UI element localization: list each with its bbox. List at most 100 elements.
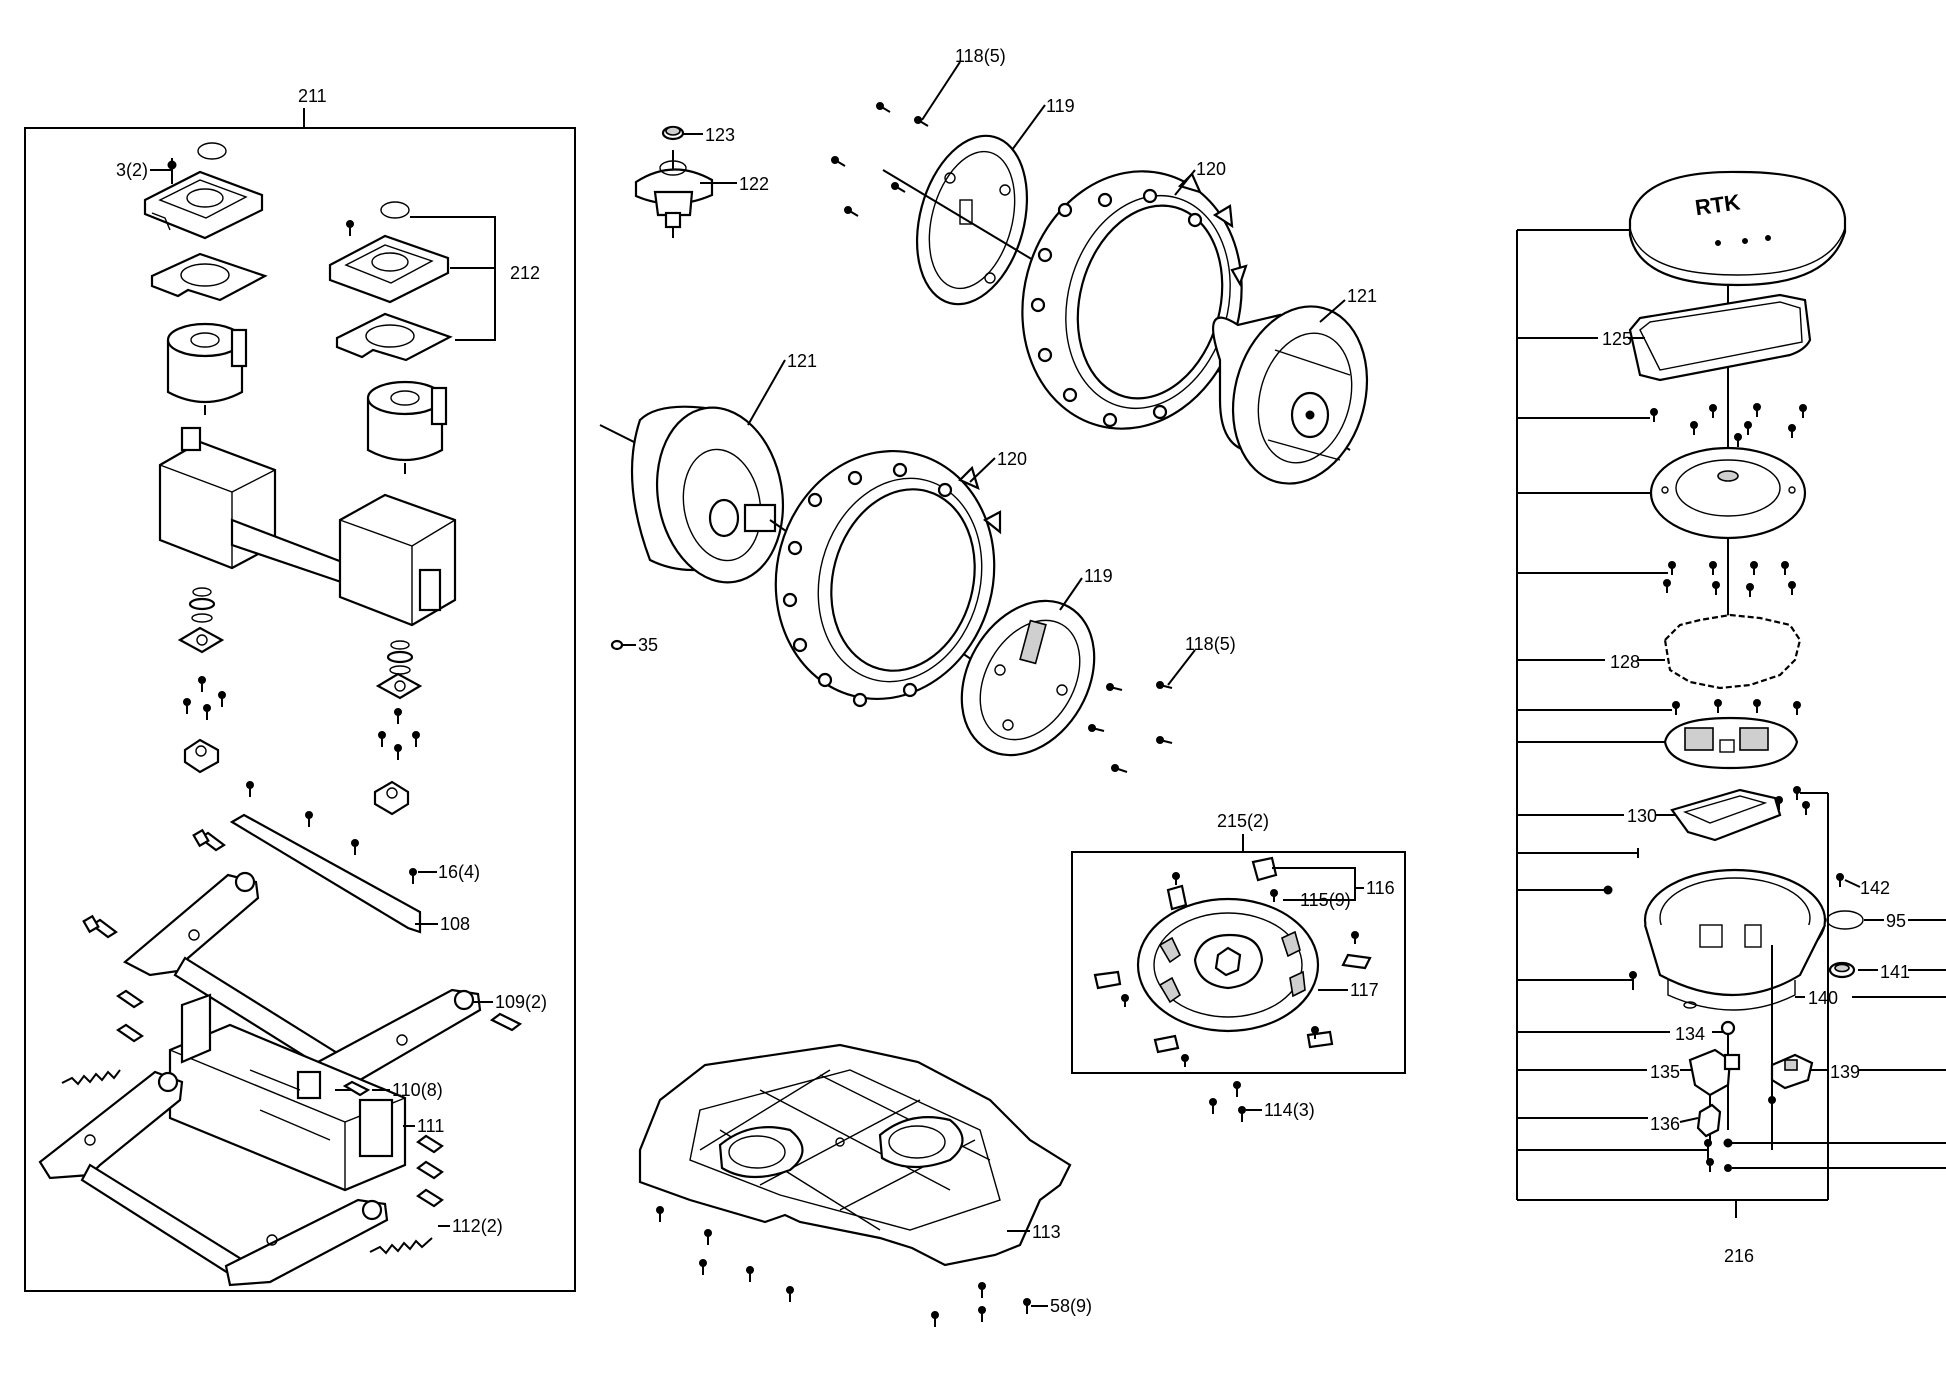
board-cover-130 [1670,788,1782,842]
hub-cover-119-lower [960,599,1096,757]
motor-cover-plate-2 [328,234,450,304]
gasket-125 [1628,293,1812,382]
antenna-base-plate [1649,446,1807,540]
assembly-215-frame [1071,851,1406,1074]
assembly-211-frame [24,127,576,1292]
blade [1166,884,1188,911]
motor-cover-plate-1 [143,170,264,240]
label-215-2: 215(2) [1217,811,1269,831]
label-139: 139 [1830,1062,1860,1082]
screws-118-lower [1088,681,1173,773]
label-128: 128 [1610,652,1640,672]
label-95: 95 [1886,911,1906,931]
rtk-antenna-cover: RTK [1628,170,1847,287]
label-113: 113 [1032,1222,1061,1242]
label-109-2: 109(2) [495,992,547,1012]
o-ring-95 [1826,910,1864,930]
label-116: 116 [1366,878,1395,898]
label-141: 141 [1880,962,1910,982]
gasket-128 [1663,613,1802,690]
label-142: 142 [1860,878,1890,898]
label-112-2: 112(2) [452,1216,503,1236]
label-121-upper: 121 [1347,286,1377,306]
caster-nut-123 [661,125,685,141]
blade [1306,1030,1334,1049]
wheel-motor-2 [366,380,448,474]
blade-116 [1251,856,1278,882]
label-136: 136 [1650,1114,1680,1134]
motor-housing-bracket [158,426,457,627]
label-120-lower: 120 [997,449,1027,469]
label-119-lower: 119 [1084,566,1113,586]
tire-120-lower [774,449,1002,708]
label-125: 125 [1602,329,1632,349]
label-140: 140 [1808,988,1838,1008]
hub-cover-119-upper [915,134,1029,306]
label-16-4: 16(4) [438,862,480,882]
label-58-9: 58(9) [1050,1296,1092,1316]
label-115-9: 115(9) [1300,890,1351,910]
screws-row-1 [1650,403,1807,447]
gasket-plate-1 [150,252,268,302]
blade [1093,970,1122,990]
blade [1341,953,1372,970]
screws-114 [1209,1081,1246,1122]
connector-135 [1688,1048,1741,1097]
screw-3 [150,158,177,184]
plug-141 [1828,961,1856,979]
rtk-circuit-board [1663,716,1799,770]
label-119-upper: 119 [1046,96,1075,116]
assembly-215-group: 215(2) 117 116 115(9) [1071,811,1406,1122]
screws-row-2 [1663,561,1796,597]
wheel-motor-1 [166,322,248,415]
assembly-211-group: 211 3(2) [24,86,576,1292]
spring [369,1237,433,1255]
label-130: 130 [1627,806,1657,826]
screws-row-3 [1672,699,1801,715]
label-35: 35 [638,635,658,655]
label-135: 135 [1650,1062,1680,1082]
spring [61,1069,121,1086]
screws-118-upper [831,102,929,217]
screw-small [346,220,354,236]
connector-136 [1696,1103,1722,1138]
label-3-2: 3(2) [116,160,148,180]
blade-disc-117 [1136,897,1320,1033]
bar-108 [229,813,422,934]
rtk-logo-text: RTK [1693,189,1741,220]
grommet-134 [1720,1020,1736,1036]
rtk-housing-140 [1643,868,1827,1011]
tire-120-upper [1021,170,1248,430]
label-216: 216 [1724,1246,1754,1266]
label-121-lower: 121 [787,351,817,371]
caster-mount-122 [634,150,714,238]
swing-frame-lower [38,1070,389,1287]
label-114-3: 114(3) [1264,1100,1315,1120]
hub-motor-121-upper [1212,305,1369,485]
bolt [192,828,226,852]
gasket-plate-2 [335,312,453,362]
label-117: 117 [1350,980,1379,1000]
wheel-assembly-group: 123 122 118(5) 119 [599,46,1377,773]
label-122: 122 [739,174,769,194]
label-134: 134 [1675,1024,1705,1044]
label-111: 111 [417,1116,444,1136]
base-frame-111 [168,993,407,1192]
label-118-5-upper: 118(5) [955,46,1006,66]
label-211: 211 [298,86,327,106]
label-212: 212 [510,263,540,283]
blade [1153,1034,1180,1054]
bottom-plate-113 [638,1043,1072,1267]
label-118-5-lower: 118(5) [1185,634,1236,654]
sensor-139 [1770,1053,1814,1090]
label-108: 108 [440,914,470,934]
assembly-216-group: 216 RTK 125 [1516,170,1946,1266]
label-120-upper: 120 [1196,159,1226,179]
label-123: 123 [705,125,735,145]
bolt [82,914,118,939]
screws-58 [656,1206,1031,1327]
label-110-8: 110(8) [392,1080,443,1100]
hub-motor-121-lower [599,405,785,584]
mount-stack-right [373,640,423,816]
